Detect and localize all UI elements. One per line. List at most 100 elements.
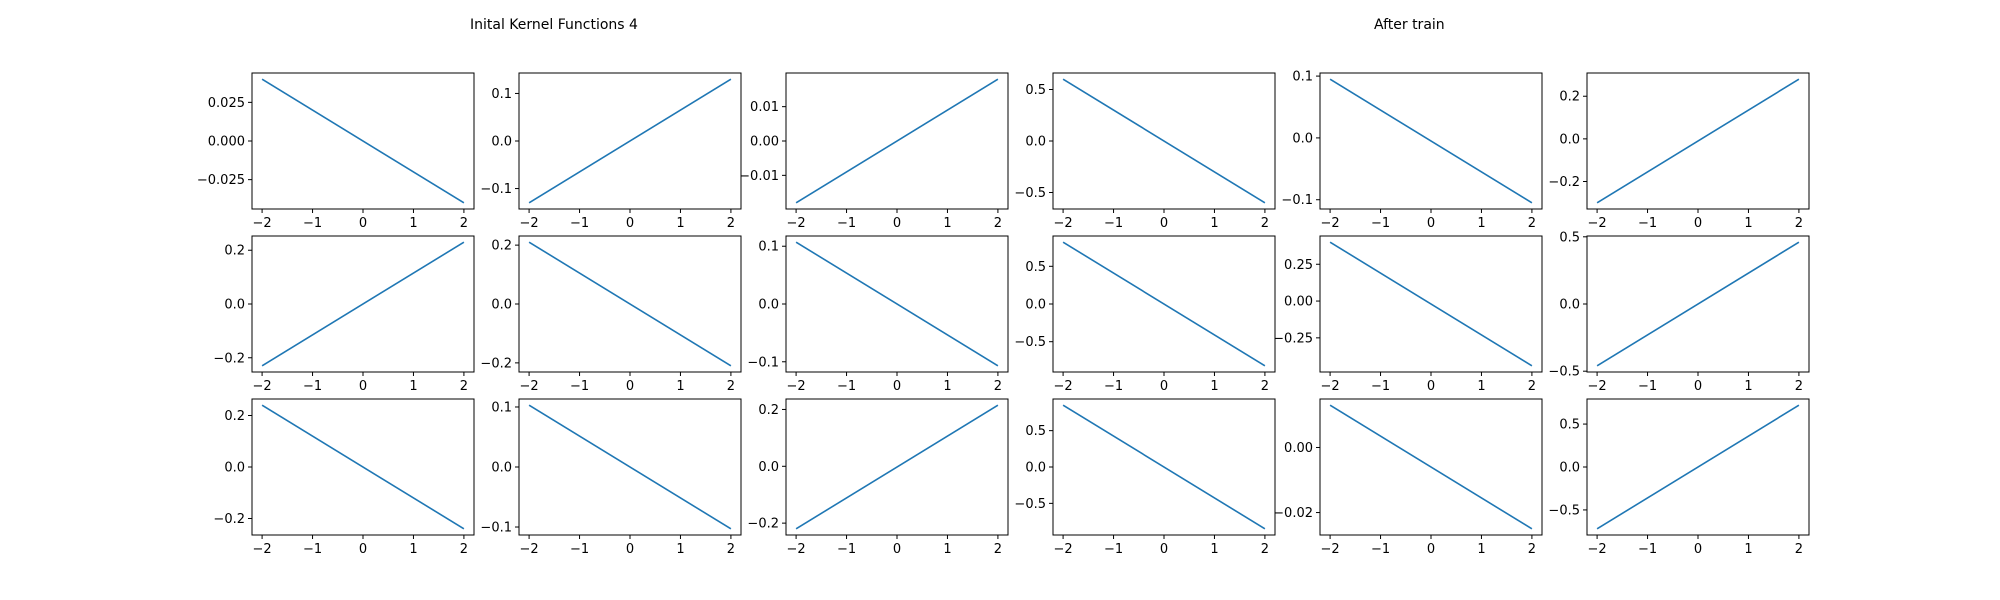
y-tick-label: −0.02 (1273, 506, 1313, 521)
x-tick-label: 2 (460, 216, 468, 231)
x-tick-label: −2 (787, 542, 806, 557)
series-line (1329, 241, 1533, 367)
x-tick-label: 2 (1261, 542, 1269, 557)
y-tick-label: −0.1 (480, 521, 512, 536)
series-line (261, 241, 465, 367)
series-line (795, 78, 999, 204)
y-tick-label: 0.01 (750, 100, 779, 115)
x-tick-label: 1 (676, 542, 684, 557)
x-tick-label: −1 (1371, 379, 1390, 394)
series-line (1596, 78, 1800, 204)
x-tick-label: 0 (359, 379, 367, 394)
series-line (1329, 78, 1533, 204)
y-tick-label: 0.0 (1025, 461, 1046, 476)
y-tick-label: −0.1 (747, 355, 779, 370)
x-tick-label: −2 (253, 379, 272, 394)
y-tick-label: 0.0 (224, 298, 245, 313)
x-tick-label: −2 (1054, 542, 1073, 557)
x-tick-label: 2 (460, 542, 468, 557)
y-tick-label: −0.5 (1014, 497, 1046, 512)
x-tick-label: −1 (1371, 542, 1390, 557)
x-tick-label: 2 (1261, 379, 1269, 394)
x-tick-label: 1 (1210, 542, 1218, 557)
x-tick-label: 2 (727, 216, 735, 231)
subplot-3-5: −2 −1 0 1 2 0.00 −0.02 (1273, 398, 1543, 557)
series-line (528, 404, 732, 530)
x-tick-label: 2 (1528, 379, 1536, 394)
y-tick-label: −0.2 (747, 517, 779, 532)
x-tick-label: −1 (570, 542, 589, 557)
x-tick-label: 2 (994, 216, 1002, 231)
x-tick-label: −2 (1321, 379, 1340, 394)
y-tick-label: 0.25 (1284, 258, 1313, 273)
y-tick-label: 0.00 (1284, 441, 1313, 456)
x-tick-label: 0 (1427, 379, 1435, 394)
x-tick-label: 2 (1528, 542, 1536, 557)
y-tick-label: 0.2 (491, 239, 512, 254)
x-tick-label: 2 (1795, 216, 1803, 231)
x-tick-label: 1 (409, 379, 417, 394)
x-tick-label: −2 (520, 216, 539, 231)
x-tick-label: 0 (893, 216, 901, 231)
x-tick-label: 2 (1261, 216, 1269, 231)
x-tick-label: −1 (1371, 216, 1390, 231)
x-tick-label: −2 (1054, 379, 1073, 394)
x-tick-label: 2 (1795, 379, 1803, 394)
x-tick-label: 0 (359, 542, 367, 557)
x-tick-label: 2 (1528, 216, 1536, 231)
x-tick-label: 2 (460, 379, 468, 394)
y-tick-label: 0.00 (750, 135, 779, 150)
x-tick-label: 1 (1744, 379, 1752, 394)
y-tick-label: −0.2 (213, 512, 245, 527)
x-tick-label: −1 (1104, 542, 1123, 557)
series-line (1596, 241, 1800, 367)
x-tick-label: 1 (1477, 542, 1485, 557)
y-tick-label: −0.2 (480, 356, 512, 371)
y-tick-label: 0.0 (1559, 132, 1580, 147)
figure-title-right: After train (1374, 17, 1445, 33)
x-tick-label: −1 (570, 216, 589, 231)
x-tick-label: 0 (626, 542, 634, 557)
x-tick-label: −1 (1638, 216, 1657, 231)
x-tick-label: −1 (1638, 542, 1657, 557)
y-tick-label: 0.0 (758, 298, 779, 313)
y-tick-label: 0.5 (1025, 424, 1046, 439)
x-tick-label: 1 (1477, 379, 1485, 394)
y-tick-label: −0.2 (1548, 175, 1580, 190)
x-tick-label: 0 (626, 216, 634, 231)
x-tick-label: −2 (520, 379, 539, 394)
y-tick-label: −0.5 (1014, 335, 1046, 350)
x-tick-label: −2 (1321, 542, 1340, 557)
x-tick-label: 2 (727, 379, 735, 394)
x-tick-label: 1 (676, 216, 684, 231)
x-tick-label: −2 (787, 379, 806, 394)
x-tick-label: −1 (1104, 216, 1123, 231)
x-tick-label: −1 (303, 216, 322, 231)
series-line (528, 78, 732, 204)
x-tick-label: −2 (1054, 216, 1073, 231)
x-tick-label: 1 (1744, 216, 1752, 231)
y-tick-label: 0.5 (1025, 83, 1046, 98)
x-tick-label: 0 (1427, 542, 1435, 557)
x-tick-label: −2 (1588, 542, 1607, 557)
y-tick-label: −0.5 (1548, 365, 1580, 380)
x-tick-label: 1 (676, 379, 684, 394)
x-tick-label: 1 (1210, 379, 1218, 394)
x-tick-label: −1 (1104, 379, 1123, 394)
y-tick-label: 0.0 (491, 298, 512, 313)
x-tick-label: −2 (787, 216, 806, 231)
y-tick-label: 0.0 (758, 460, 779, 475)
x-tick-label: −1 (303, 542, 322, 557)
x-tick-label: −2 (253, 542, 272, 557)
x-tick-label: −1 (837, 379, 856, 394)
